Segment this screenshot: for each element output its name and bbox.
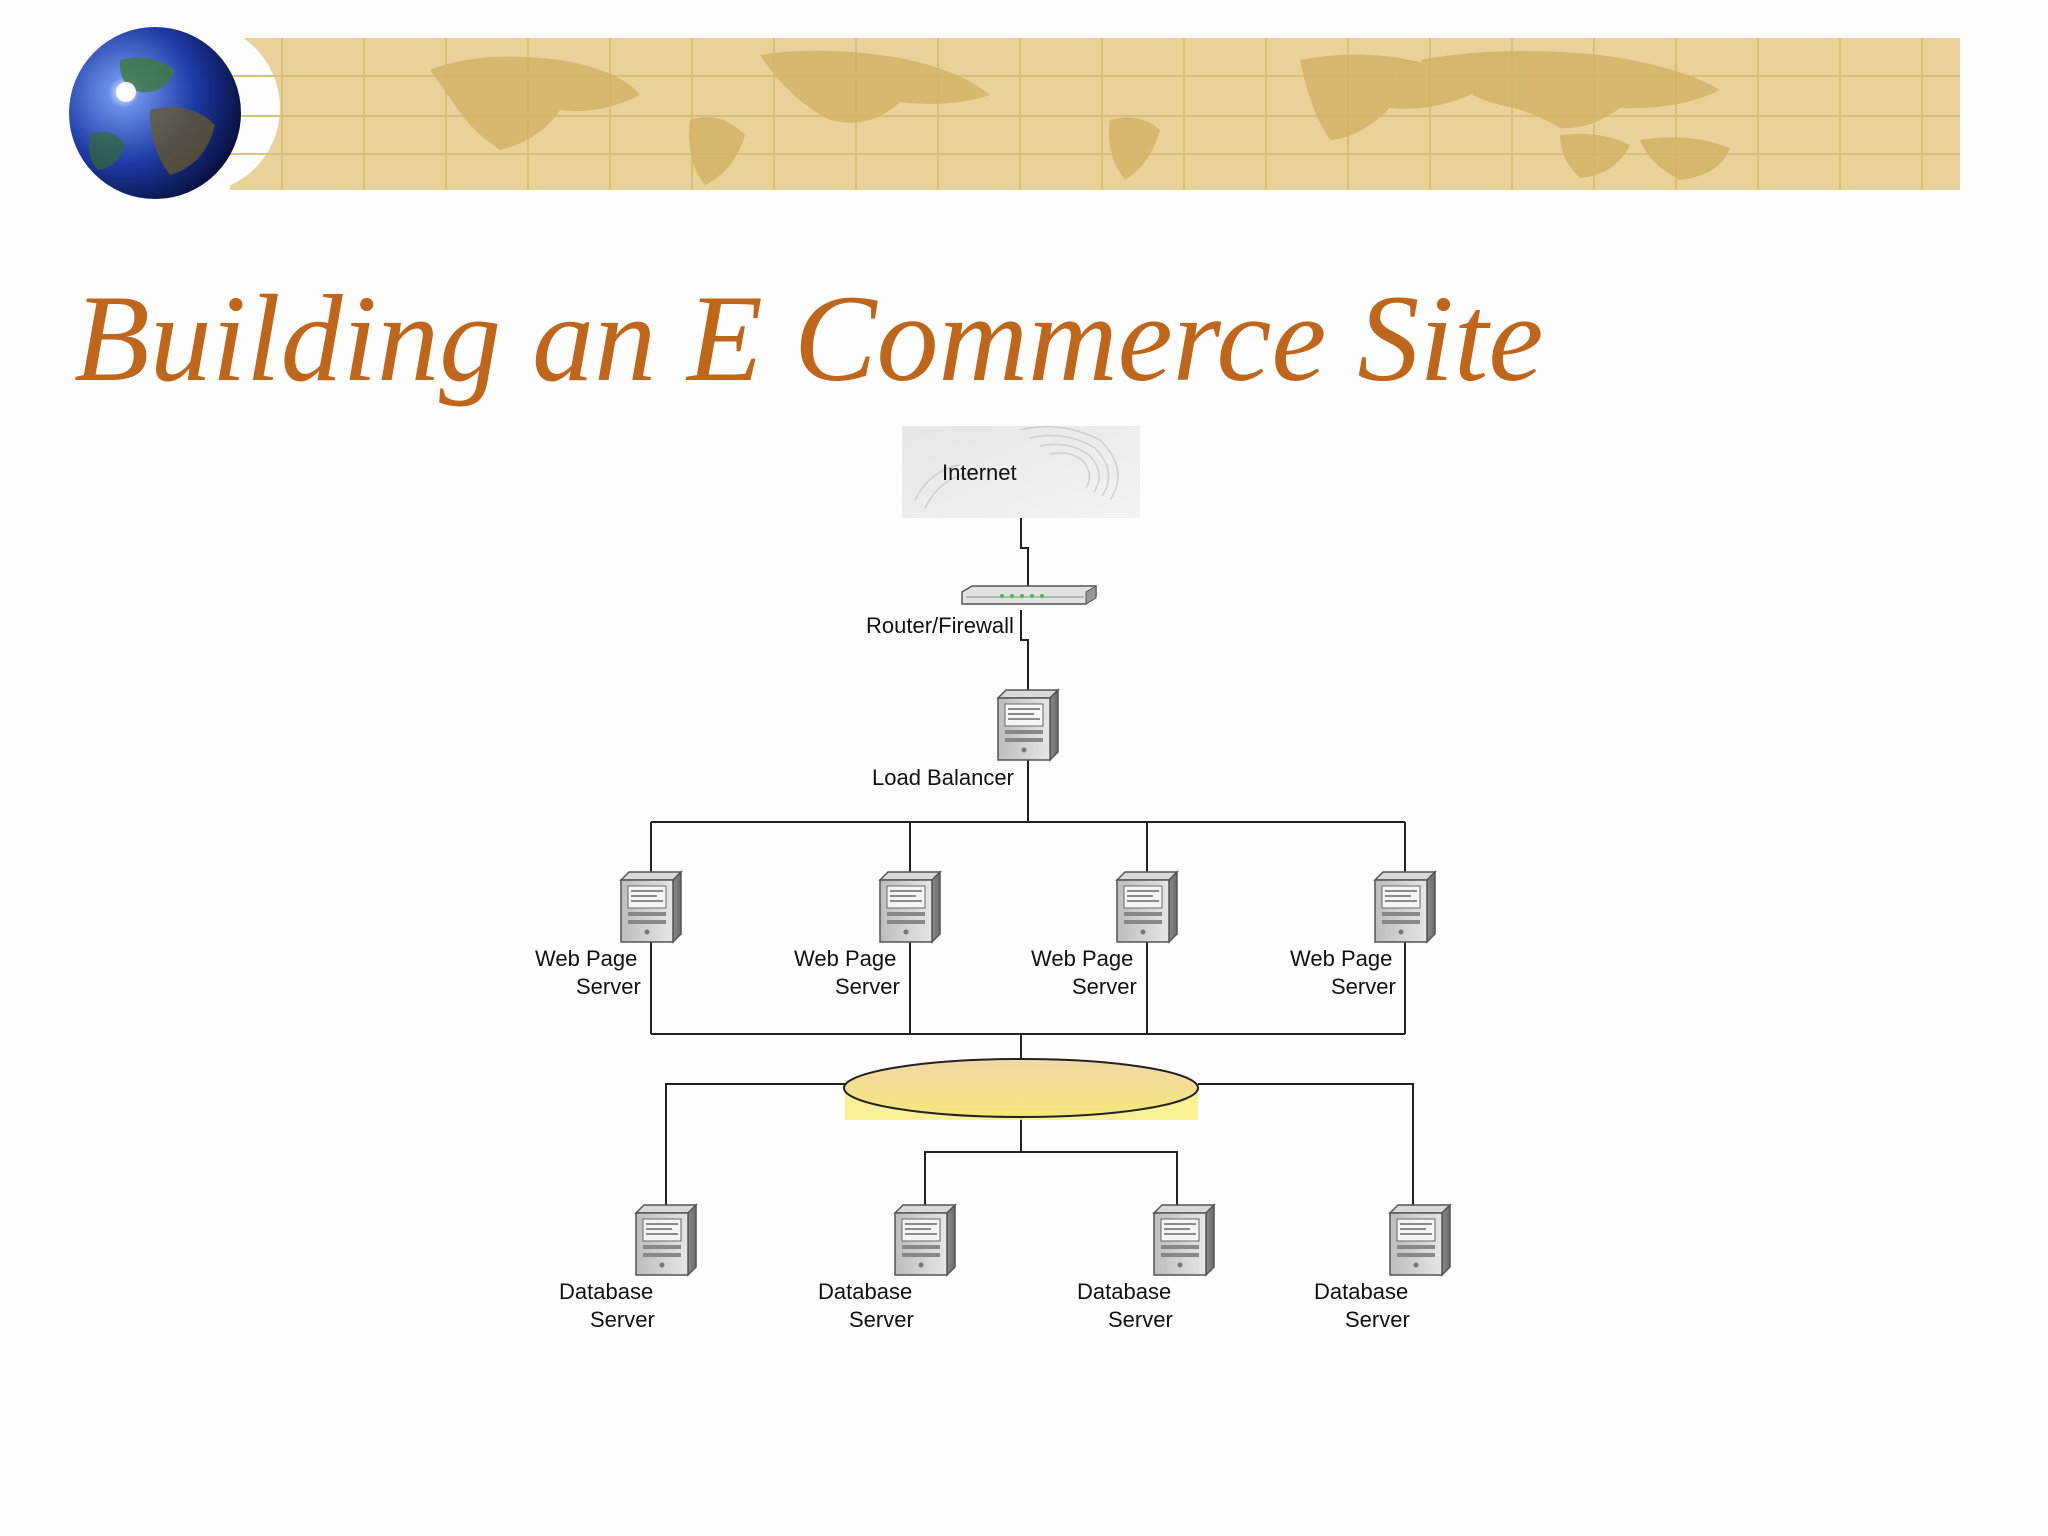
server-icon (1153, 1204, 1215, 1276)
database-server-label-line1: Database (818, 1279, 912, 1304)
load-balancer-label: Load Balancer (872, 765, 1014, 790)
slide-title: Building an E Commerce Site (74, 270, 1544, 407)
web-server-label-line2: Server (1072, 974, 1137, 999)
network-switch-icon (843, 1058, 1199, 1120)
database-server-label-line1: Database (1314, 1279, 1408, 1304)
cloud-icon (914, 425, 1119, 509)
server-icon (879, 871, 941, 943)
internet-cloud: Internet (902, 425, 1140, 518)
web-server-label-line1: Web Page (1290, 946, 1392, 971)
server-icon (1389, 1204, 1451, 1276)
server-icon (1374, 871, 1436, 943)
database-server-label-line2: Server (590, 1307, 655, 1332)
router-icon (961, 585, 1097, 605)
globe-icon (69, 27, 241, 199)
web-server-label-line1: Web Page (535, 946, 637, 971)
database-server-4: Database Server (1314, 1204, 1451, 1332)
internet-label: Internet (942, 460, 1017, 485)
web-server-label-line2: Server (576, 974, 641, 999)
server-icon (894, 1204, 956, 1276)
web-server-label-line1: Web Page (794, 946, 896, 971)
database-server-label-line2: Server (1345, 1307, 1410, 1332)
database-server-label-line1: Database (559, 1279, 653, 1304)
router-label: Router/Firewall (866, 613, 1014, 638)
database-server-1: Database Server (559, 1204, 697, 1332)
load-balancer-icon (997, 689, 1059, 761)
web-server-2: Web Page Server (794, 871, 941, 999)
web-server-label-line1: Web Page (1031, 946, 1133, 971)
server-icon (620, 871, 682, 943)
header-banner (69, 23, 1960, 199)
server-icon (635, 1204, 697, 1276)
web-server-4: Web Page Server (1290, 871, 1436, 999)
web-server-label-line2: Server (835, 974, 900, 999)
web-server-label-line2: Server (1331, 974, 1396, 999)
database-server-3: Database Server (1077, 1204, 1215, 1332)
connection-lines (650, 518, 1414, 1210)
database-server-label-line1: Database (1077, 1279, 1171, 1304)
world-map-strip (110, 23, 1960, 193)
web-server-3: Web Page Server (1031, 871, 1178, 999)
database-server-label-line2: Server (1108, 1307, 1173, 1332)
web-server-1: Web Page Server (535, 871, 682, 999)
database-server-2: Database Server (818, 1204, 956, 1332)
database-server-label-line2: Server (849, 1307, 914, 1332)
server-icon (1116, 871, 1178, 943)
